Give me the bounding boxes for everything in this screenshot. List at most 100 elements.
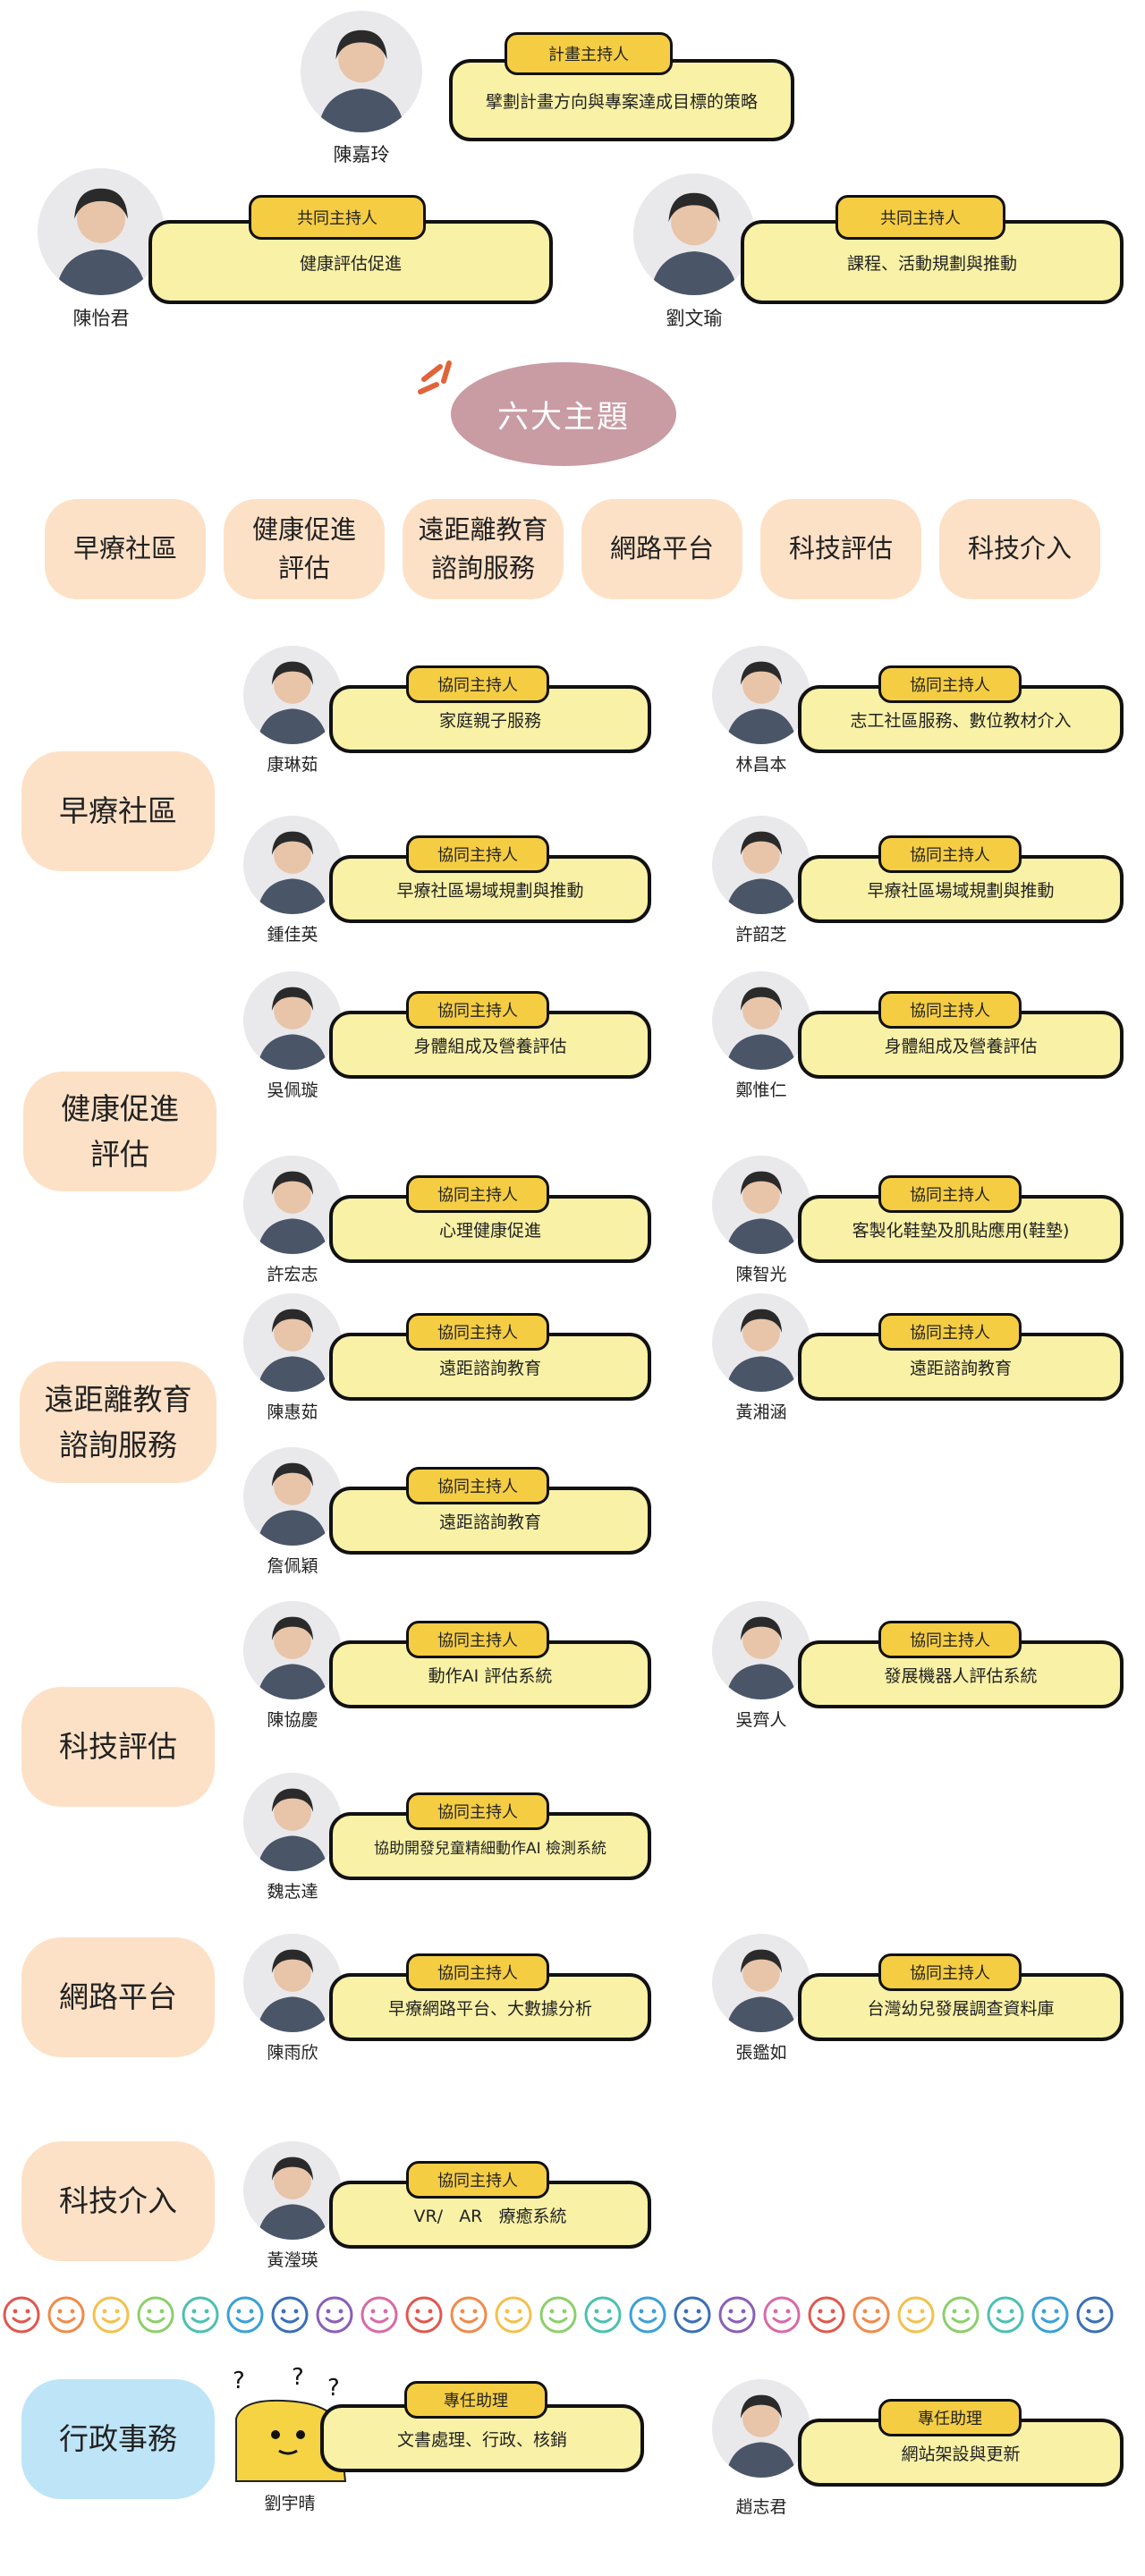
- smiley-icon: [897, 2296, 935, 2334]
- smiley-icon: [182, 2296, 219, 2334]
- themes-title: 六大主題: [451, 362, 676, 466]
- person-name: 黃瀅瑛: [267, 2250, 318, 2270]
- role-badge: 專任助理: [878, 2399, 1022, 2436]
- person-name: 鍾佳英: [267, 925, 318, 945]
- smiley-icon: [987, 2296, 1024, 2334]
- role-badge: 協同主持人: [878, 835, 1022, 873]
- smiley-icon: [3, 2296, 40, 2334]
- smiley-icon: [316, 2296, 353, 2334]
- avatar: [243, 646, 342, 744]
- person-name: 陳惠茹: [267, 1402, 318, 1422]
- role-badge: 協同主持人: [878, 1953, 1022, 1991]
- avatar: [712, 646, 810, 744]
- role-badge: 協同主持人: [878, 991, 1022, 1029]
- section-label-network: 網路平台: [21, 1937, 215, 2057]
- smiley-icon: [539, 2296, 577, 2334]
- avatar: [712, 2379, 810, 2478]
- smiley-icon: [226, 2296, 264, 2334]
- avatar: [301, 11, 422, 132]
- role-badge: 協同主持人: [406, 1175, 549, 1213]
- role-badge: 協同主持人: [406, 2161, 549, 2199]
- theme-pill: 科技介入: [939, 499, 1100, 599]
- avatar: [712, 1293, 810, 1392]
- avatar: [243, 1773, 342, 1871]
- smiley-icon: [360, 2296, 398, 2334]
- person-name: 趙志君: [735, 2497, 787, 2517]
- person-name: 陳嘉玲: [333, 144, 390, 165]
- avatar: [712, 1156, 810, 1254]
- svg-text:?: ?: [327, 2375, 340, 2402]
- svg-text:?: ?: [292, 2365, 304, 2391]
- avatar: [633, 174, 755, 295]
- role-badge: 協同主持人: [878, 665, 1022, 703]
- smiley-icon: [47, 2296, 85, 2334]
- sparkle-icon: [418, 360, 452, 394]
- section-label-early: 早療社區: [21, 751, 215, 871]
- smiley-icon: [763, 2296, 801, 2334]
- person-name: 劉文瑜: [666, 308, 723, 329]
- smiley-icon: [629, 2296, 666, 2334]
- avatar: [243, 1601, 342, 1699]
- role-badge: 協同主持人: [406, 1313, 549, 1351]
- role-box: 擘劃計畫方向與專案達成目標的策略: [449, 59, 794, 141]
- avatar: [712, 816, 810, 914]
- section-label-remote: 遠距離教育 諮詢服務: [20, 1361, 216, 1483]
- person-name: 陳怡君: [72, 308, 130, 329]
- svg-text:?: ?: [233, 2368, 245, 2394]
- smiley-icon: [92, 2296, 130, 2334]
- avatar: [243, 1447, 342, 1546]
- person-name: 魏志達: [267, 1882, 318, 1902]
- smiley-icon: [718, 2296, 756, 2334]
- person-name: 吳佩璇: [267, 1080, 318, 1100]
- role-badge: 協同主持人: [878, 1621, 1022, 1658]
- role-badge: 共同主持人: [835, 195, 1005, 240]
- avatar: [243, 971, 342, 1070]
- avatar: [243, 816, 342, 914]
- person-name: 鄭惟仁: [735, 1080, 787, 1100]
- role-badge: 共同主持人: [249, 195, 426, 240]
- smiley-icon: [137, 2296, 174, 2334]
- role-badge: 協同主持人: [406, 835, 549, 873]
- person-name: 陳智光: [735, 1265, 787, 1284]
- person-name: 林昌本: [735, 755, 787, 775]
- smiley-icon: [405, 2296, 443, 2334]
- theme-pill: 健康促進 評估: [224, 499, 385, 599]
- person-name: 吳齊人: [735, 1710, 787, 1730]
- smiley-icon: [942, 2296, 980, 2334]
- role-badge: 協同主持人: [878, 1175, 1022, 1213]
- person-name: 詹佩穎: [267, 1556, 318, 1576]
- role-badge: 專任助理: [404, 2381, 547, 2419]
- person-name: 許宏志: [267, 1265, 318, 1284]
- person-name: 許韶芝: [735, 925, 787, 945]
- theme-pill: 遠距離教育 諮詢服務: [403, 499, 564, 599]
- section-label-tech-int: 科技介入: [21, 2141, 215, 2261]
- role-badge: 協同主持人: [406, 991, 549, 1029]
- avatar: [712, 1934, 810, 2032]
- section-label-admin: 行政事務: [21, 2379, 215, 2499]
- smiley-icon: [450, 2296, 488, 2334]
- avatar: [243, 1934, 342, 2032]
- smiley-icon: [1076, 2296, 1114, 2334]
- smiley-icon: [808, 2296, 845, 2334]
- theme-pill: 網路平台: [581, 499, 742, 599]
- role-badge: 協同主持人: [406, 665, 549, 703]
- person-name: 張鑑如: [735, 2043, 787, 2063]
- smiley-icon: [1031, 2296, 1069, 2334]
- smiley-icon: [852, 2296, 890, 2334]
- role-badge: 協同主持人: [406, 1792, 549, 1830]
- role-badge: 協同主持人: [406, 1467, 549, 1504]
- role-box: 協助開發兒童精細動作AI 檢測系統: [329, 1812, 651, 1880]
- person-name: 黃湘涵: [735, 1402, 787, 1422]
- role-badge: 協同主持人: [878, 1313, 1022, 1351]
- smiley-icon: [495, 2296, 532, 2334]
- role-badge: 計畫主持人: [505, 32, 673, 75]
- avatar: [243, 1156, 342, 1254]
- smiley-icon: [584, 2296, 622, 2334]
- theme-pill: 早療社區: [45, 499, 206, 599]
- avatar: [712, 1601, 810, 1699]
- avatar: [243, 1293, 342, 1392]
- smiley-icon: [674, 2296, 711, 2334]
- section-label-tech-eval: 科技評估: [21, 1687, 215, 1807]
- avatar: [712, 971, 810, 1070]
- avatar: [38, 168, 165, 295]
